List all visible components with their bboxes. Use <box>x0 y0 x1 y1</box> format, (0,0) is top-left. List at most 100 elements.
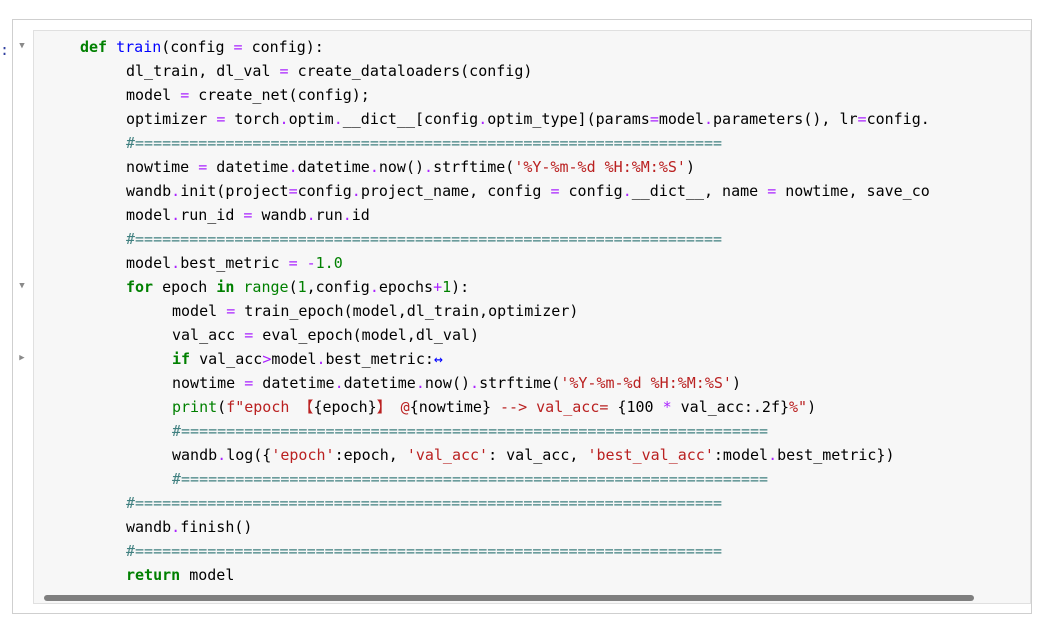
code-token: {epoch} <box>313 398 377 416</box>
code-token: = <box>857 110 867 128</box>
code-token: config. <box>866 110 930 128</box>
code-token: eval_epoch(model,dl_val) <box>253 326 480 344</box>
code-token: : val_acc, <box>488 446 588 464</box>
code-line[interactable]: model = train_epoch(model,dl_train,optim… <box>34 299 1030 323</box>
fold-gutter: ▼ ▼ ▶ <box>13 20 33 613</box>
code-line[interactable]: dl_train, dl_val = create_dataloaders(co… <box>34 59 1030 83</box>
code-token: 1 <box>297 278 307 296</box>
code-token: #=======================================… <box>126 542 723 560</box>
fold-collapse-icon[interactable]: ▼ <box>19 41 25 51</box>
code-token: ) <box>731 374 741 392</box>
cell-prompt-marker: : <box>0 41 10 59</box>
code-line[interactable]: nowtime = datetime.datetime.now().strfti… <box>34 371 1030 395</box>
code-token: ) <box>685 158 695 176</box>
code-line[interactable]: #=======================================… <box>34 539 1030 563</box>
code-token: nowtime <box>172 374 245 392</box>
code-line[interactable]: def train(config = config): <box>34 35 1030 59</box>
code-token: f"epoch 【 <box>226 398 314 416</box>
code-token: wandb <box>126 182 172 200</box>
horizontal-scrollbar[interactable] <box>44 595 974 601</box>
code-token: = <box>244 374 254 392</box>
code-token: return <box>126 566 181 584</box>
code-token: . <box>217 446 227 464</box>
code-editor[interactable]: def train(config = config):dl_train, dl_… <box>33 30 1031 604</box>
code-line[interactable]: #=======================================… <box>34 131 1030 155</box>
code-token: model <box>126 86 181 104</box>
code-line[interactable]: optimizer = torch.optim.__dict__[config.… <box>34 107 1030 131</box>
code-token: for <box>126 278 154 296</box>
code-line[interactable]: if val_acc>model.best_metric:↔ <box>34 347 1030 371</box>
code-token: . <box>334 374 344 392</box>
code-token: datetime <box>253 374 335 392</box>
code-line[interactable]: model = create_net(config); <box>34 83 1030 107</box>
code-token: > <box>262 350 272 368</box>
code-area[interactable]: def train(config = config):dl_train, dl_… <box>34 35 1030 587</box>
code-token: create_dataloaders(config) <box>288 62 533 80</box>
code-token: 1 <box>442 278 452 296</box>
code-token: best_metric <box>180 254 289 272</box>
code-token: val_acc <box>172 326 245 344</box>
code-token: log({ <box>226 446 272 464</box>
code-token: config <box>297 182 352 200</box>
code-token: {nowtime} <box>409 398 491 416</box>
code-line[interactable]: #=======================================… <box>34 419 1030 443</box>
code-token: optim <box>288 110 334 128</box>
code-line[interactable]: model.best_metric = -1.0 <box>34 251 1030 275</box>
code-token: '%Y-%m-%d %H:%M:%S' <box>514 158 686 176</box>
code-line[interactable]: wandb.init(project=config.project_name, … <box>34 179 1030 203</box>
fold-collapse-icon[interactable]: ▼ <box>19 281 25 291</box>
code-token <box>298 254 307 272</box>
code-token: ↔ <box>433 350 443 368</box>
code-token: . <box>171 518 181 536</box>
code-token: datetime <box>343 374 416 392</box>
code-cell[interactable]: ▼ ▼ ▶ def train(config = config):dl_train,… <box>12 19 1032 614</box>
code-token: model <box>271 350 317 368</box>
code-token: optim_type](params <box>487 110 650 128</box>
code-token: . <box>470 374 480 392</box>
code-token: create_net(config); <box>189 86 370 104</box>
code-token: . <box>351 182 361 200</box>
code-token: range <box>243 278 289 296</box>
code-token: = <box>288 254 298 272</box>
code-token: model <box>126 254 172 272</box>
code-line[interactable]: print(f"epoch 【{epoch}】 @{nowtime} --> v… <box>34 395 1030 419</box>
code-token: __dict__[config <box>342 110 479 128</box>
code-line[interactable]: #=======================================… <box>34 467 1030 491</box>
code-line[interactable]: for epoch in range(1,config.epochs+1): <box>34 275 1030 299</box>
code-token: strftime( <box>479 374 561 392</box>
code-token: --> val_acc= <box>491 398 618 416</box>
code-token: = <box>233 38 243 56</box>
code-token: val_acc <box>190 350 263 368</box>
code-token: ( <box>288 278 298 296</box>
code-token: model <box>172 302 227 320</box>
code-token: train <box>116 38 162 56</box>
code-token: . <box>704 110 714 128</box>
code-token: #=======================================… <box>172 470 769 488</box>
fold-expand-icon[interactable]: ▶ <box>19 353 25 363</box>
code-line[interactable]: model.run_id = wandb.run.id <box>34 203 1030 227</box>
code-line[interactable]: #=======================================… <box>34 491 1030 515</box>
code-token: wandb <box>172 446 218 464</box>
code-token: . <box>306 206 316 224</box>
code-token: finish() <box>180 518 253 536</box>
code-line[interactable]: wandb.log({'epoch':epoch, 'val_acc': val… <box>34 443 1030 467</box>
code-line[interactable]: nowtime = datetime.datetime.now().strfti… <box>34 155 1030 179</box>
code-token: . <box>622 182 632 200</box>
code-token: 1.0 <box>315 254 343 272</box>
code-token: . <box>768 446 778 464</box>
code-token: if <box>172 350 191 368</box>
code-line[interactable]: wandb.finish() <box>34 515 1030 539</box>
code-line[interactable]: #=======================================… <box>34 227 1030 251</box>
code-token: project_name, config <box>360 182 551 200</box>
code-token: strftime( <box>433 158 515 176</box>
code-token: nowtime, save_co <box>776 182 930 200</box>
code-line[interactable]: return model <box>34 563 1030 587</box>
code-token: config <box>559 182 623 200</box>
code-token: . <box>369 158 379 176</box>
code-token: (config <box>161 38 234 56</box>
code-token: 'best_val_acc' <box>587 446 714 464</box>
code-line[interactable]: val_acc = eval_epoch(model,dl_val) <box>34 323 1030 347</box>
code-token: model <box>180 566 235 584</box>
code-token: = <box>198 158 208 176</box>
code-token: #=======================================… <box>126 134 723 152</box>
